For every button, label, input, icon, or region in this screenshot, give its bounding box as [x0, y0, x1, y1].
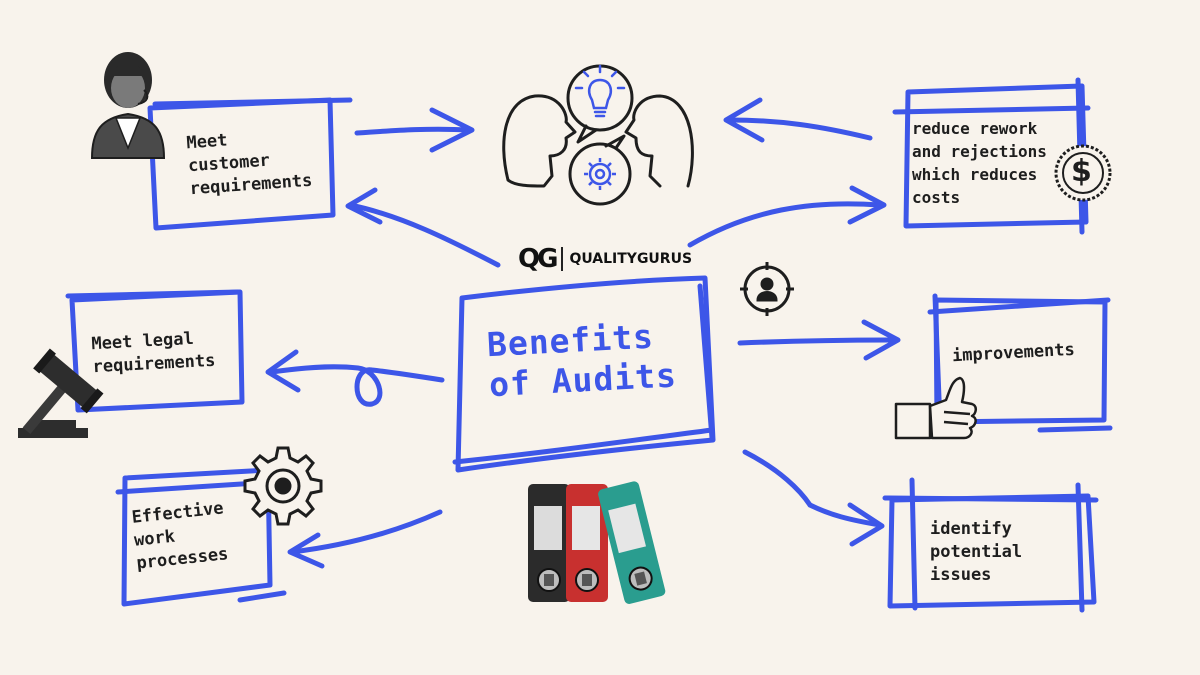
arrow-center-to-legal: [265, 349, 445, 407]
arrow-center-to-customer: [345, 187, 501, 268]
node-legal-label: Meet legal requirements: [90, 328, 216, 378]
center-box: [452, 275, 716, 473]
gear-icon: [243, 446, 323, 526]
arrow-center-to-rework: [687, 185, 887, 248]
node-rework-label: reduce rework and rejections which reduc…: [912, 119, 1047, 207]
arrow-customer-to-heads: [354, 107, 475, 153]
customer-box: [147, 97, 353, 231]
gear-small-icon: [584, 158, 616, 190]
qualitygurus-logo: QG QUALITYGURUS: [518, 244, 692, 274]
binders-icon: [528, 481, 666, 604]
logo-divider: [561, 247, 564, 271]
issues-box: [882, 477, 1099, 613]
binder-teal: [598, 481, 666, 604]
dollar-coin-icon: [1054, 144, 1112, 202]
discussion-heads-icon: [502, 64, 694, 206]
logo-mark: QG: [518, 244, 558, 274]
arrow-center-to-improvements: [737, 319, 901, 361]
thumbs-up-icon: [894, 376, 977, 440]
improvements-underline: [1037, 425, 1113, 433]
gavel-icon: [18, 348, 104, 438]
target-person-icon: [740, 262, 794, 316]
binder-black: [528, 484, 570, 602]
arrow-rework-to-heads: [723, 97, 873, 143]
arrow-center-to-issues: [742, 449, 885, 547]
work-underline: [237, 590, 287, 603]
node-customer-label: Meet customer requirements: [185, 130, 313, 200]
binder-red: [566, 484, 608, 602]
arrow-center-to-work: [287, 509, 443, 569]
lightbulb-icon: [574, 64, 626, 118]
customer-person-icon: [90, 52, 166, 159]
dollar-sign-icon: $: [1071, 154, 1092, 189]
node-work-label: Effective work processes: [130, 498, 230, 574]
center-title: Benefits of Audits: [486, 316, 678, 405]
logo-text: QUALITYGURUS: [569, 251, 693, 267]
node-issues-label: identify potential issues: [930, 519, 1023, 585]
